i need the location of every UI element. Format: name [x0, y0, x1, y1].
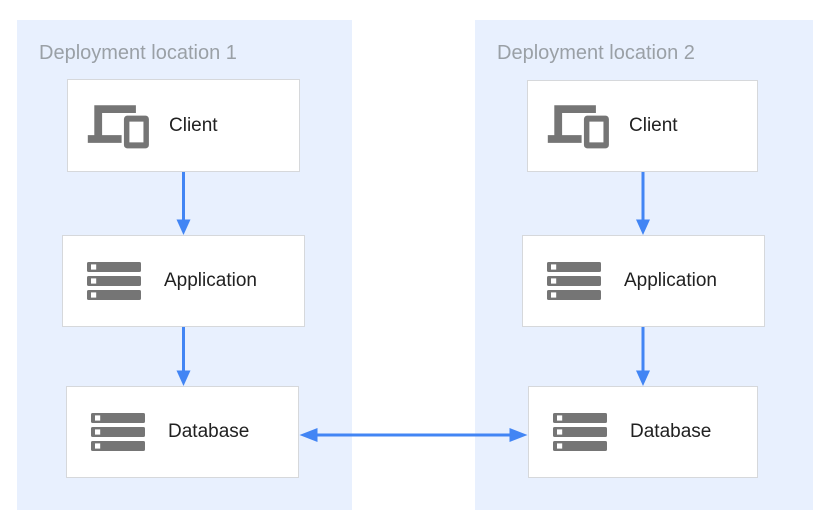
application-label: Application [624, 270, 717, 291]
devices-icon [68, 100, 169, 152]
database-node-location-1: Database [66, 386, 299, 478]
client-node-location-2: Client [527, 80, 758, 172]
server-stack-icon [63, 262, 164, 300]
devices-icon [528, 100, 629, 152]
client-label: Client [629, 115, 678, 136]
server-stack-icon [523, 262, 624, 300]
application-node-location-1: Application [62, 235, 305, 327]
client-node-location-1: Client [67, 79, 300, 172]
database-label: Database [630, 421, 712, 442]
server-stack-icon [67, 413, 168, 451]
deployment-location-1-title: Deployment location 1 [39, 42, 237, 64]
database-node-location-2: Database [528, 386, 758, 478]
application-label: Application [164, 270, 257, 291]
client-label: Client [169, 114, 218, 136]
application-node-location-2: Application [522, 235, 765, 327]
database-label: Database [168, 421, 250, 442]
server-stack-icon [529, 413, 630, 451]
deployment-location-2-title: Deployment location 2 [497, 42, 695, 64]
